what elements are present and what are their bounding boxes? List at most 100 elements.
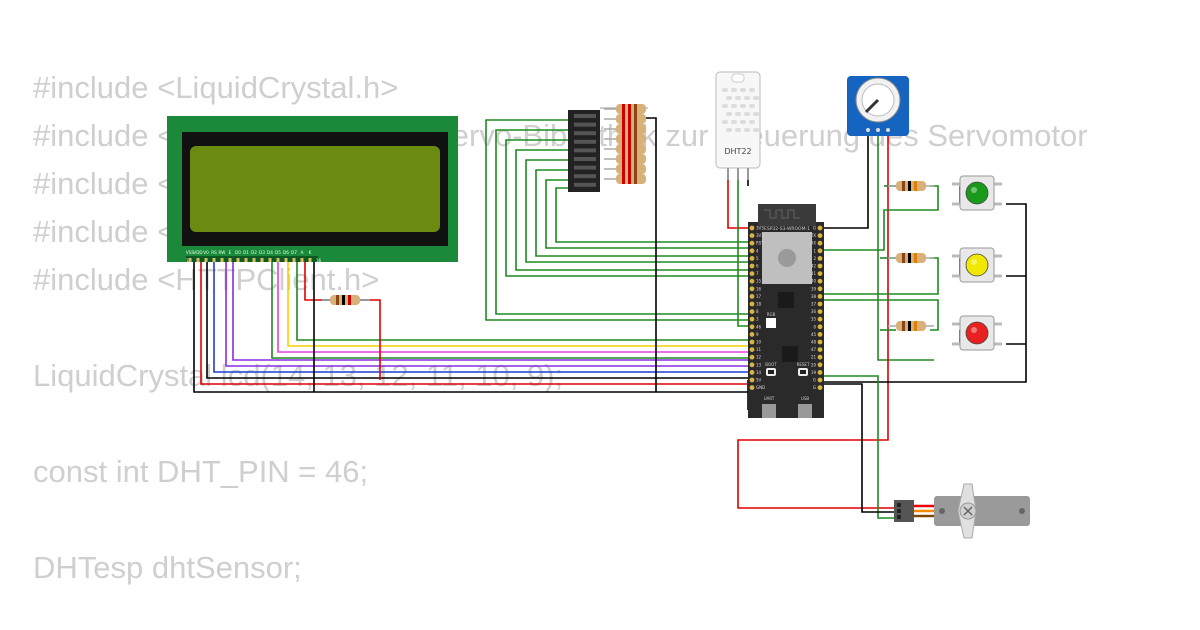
esp32-pin-right[interactable] [817,370,823,375]
esp32-pin-right[interactable] [817,248,823,254]
header-pin[interactable] [574,157,596,161]
header-pin[interactable] [574,131,596,136]
esp32-pin-right[interactable] [817,225,823,231]
wire-btn-yellow[interactable] [822,257,939,295]
wire-servo-signal[interactable] [822,375,896,519]
esp32-pin-left[interactable] [749,286,755,292]
lcd-pin[interactable] [220,258,224,262]
segment-header[interactable] [568,110,600,192]
wire-btn-gnd[interactable] [822,203,1027,383]
wire-pot-signal[interactable] [877,134,934,361]
wire-header-5[interactable] [525,159,750,263]
wire-lcd-d5[interactable] [277,262,750,353]
esp32-pin-right[interactable] [817,377,823,383]
esp32-pin-right[interactable] [817,240,823,246]
esp32-pin-left[interactable] [749,309,755,314]
servo-motor[interactable] [894,483,1030,539]
esp32-pin-right[interactable] [817,385,823,390]
wire-btn-red[interactable] [822,299,939,331]
wire-resistor-gnd[interactable] [646,117,657,392]
esp32-pin-left[interactable] [749,324,755,330]
esp32-pin-left[interactable] [749,385,755,390]
lcd-pin[interactable] [260,258,264,262]
esp32-pin-right[interactable] [817,301,823,307]
push-button[interactable] [952,247,1002,283]
pulldown-resistor[interactable] [888,253,934,263]
esp32-board[interactable]: ESP32-S3-WROOM-1 RGB BOOT RESET UART USB… [748,204,824,418]
backlight-resistor[interactable] [322,295,370,305]
lcd-pin[interactable] [300,258,304,262]
lcd-pin[interactable] [236,258,240,262]
wire-pot-vcc[interactable] [737,134,896,509]
esp32-pin-left[interactable] [749,370,755,375]
lcd-pin[interactable] [284,258,288,262]
lcd-pin[interactable] [244,258,248,262]
wire-lcd-d7[interactable] [296,262,750,341]
esp32-pin-left[interactable] [749,347,755,352]
esp32-pin-right[interactable] [817,309,823,314]
esp32-pin-right[interactable] [817,256,823,261]
pulldown-resistor[interactable] [888,321,934,331]
push-button[interactable] [952,315,1002,351]
esp32-pin-right[interactable] [817,271,823,276]
wire-lcd-vdd[interactable] [200,262,750,385]
esp32-pin-left[interactable] [749,225,755,231]
lcd-pin[interactable] [204,258,208,262]
button-cap[interactable] [965,181,989,205]
wire-lcd-rw[interactable] [225,262,750,367]
esp32-pin-right[interactable] [817,233,823,239]
esp32-pin-right[interactable] [817,286,823,292]
wire-lcd-d6[interactable] [287,262,750,347]
esp32-pin-left[interactable] [749,278,755,284]
lcd-pin[interactable] [268,258,272,262]
esp32-pin-right[interactable] [817,294,823,299]
esp32-pin-left[interactable] [749,316,755,322]
esp32-pin-left[interactable] [749,301,755,307]
potentiometer[interactable] [847,76,909,136]
lcd-pin[interactable] [252,258,256,262]
wire-servo-gnd[interactable] [822,383,896,513]
esp32-pin-left[interactable] [749,294,755,299]
lcd-pin[interactable] [292,258,296,262]
wire-btn-green[interactable] [822,185,939,251]
esp32-pin-right[interactable] [817,316,823,322]
header-pin[interactable] [574,122,596,127]
lcd-pin[interactable] [228,258,232,262]
wire-lcd-a[interactable] [304,262,330,301]
header-pin[interactable] [574,165,596,170]
wire-header-3[interactable] [505,139,750,277]
esp32-pin-left[interactable] [749,263,755,269]
esp32-pin-right[interactable] [817,339,823,345]
lcd-pin[interactable] [212,258,216,262]
esp32-pin-left[interactable] [749,354,755,360]
esp32-pin-left[interactable] [749,233,755,239]
pulldown-resistor[interactable] [888,181,934,191]
wire-lcd-v0[interactable] [206,262,750,379]
lcd-pin[interactable] [196,258,200,262]
wire-lcd-rs[interactable] [213,262,750,373]
esp32-pin-right[interactable] [817,263,823,269]
esp32-pin-right[interactable] [817,362,823,368]
header-pin[interactable] [574,114,596,118]
esp32-pin-right[interactable] [817,332,823,337]
button-cap[interactable] [965,253,989,277]
esp32-pin-left[interactable] [749,377,755,383]
esp32-pin-left[interactable] [749,256,755,261]
wire-dht-vcc[interactable] [727,166,750,229]
wire-header-4[interactable] [515,149,750,271]
esp32-pin-left[interactable] [749,240,755,246]
resistor-array[interactable] [600,104,648,184]
wire-pot-gnd[interactable] [822,134,869,229]
wire-lcd-e[interactable] [232,262,750,361]
wire-header-2[interactable] [495,129,750,315]
wire-header-1[interactable] [485,119,750,321]
header-pin[interactable] [574,182,596,187]
wire-header-7[interactable] [545,179,750,249]
lcd-pin[interactable] [308,258,312,262]
dht22-sensor[interactable]: DHT22 [715,71,761,180]
push-button[interactable] [952,175,1002,211]
lcd-pin[interactable] [276,258,280,262]
lcd-pin[interactable] [188,258,192,262]
header-pin[interactable] [574,174,596,179]
